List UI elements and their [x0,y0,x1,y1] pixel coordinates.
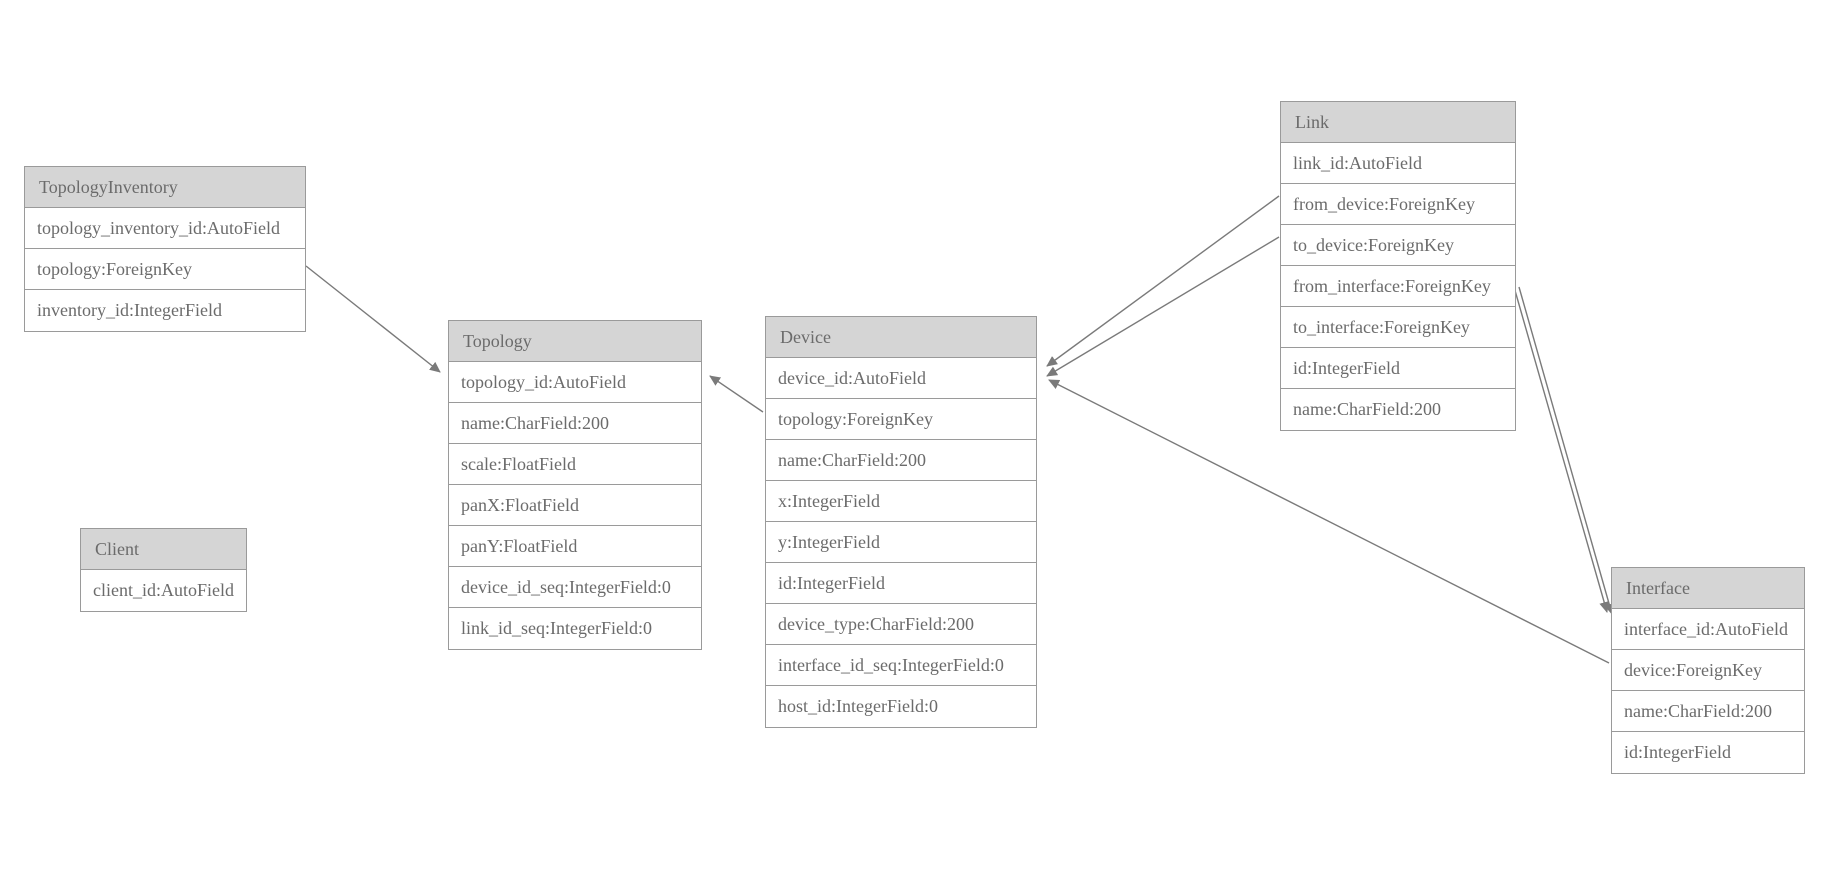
entity-title-interface: Interface [1612,568,1804,609]
entity-field: scale:FloatField [449,444,701,485]
entity-field: from_device:ForeignKey [1281,184,1515,225]
relationship-device-to-topology [709,375,764,413]
entity-field: panX:FloatField [449,485,701,526]
entity-field: link_id_seq:IntegerField:0 [449,608,701,649]
entity-field: x:IntegerField [766,481,1036,522]
entity-field: from_interface:ForeignKey [1281,266,1515,307]
entity-title-client: Client [81,529,246,570]
relationship-link-to-device-to-device [1046,236,1280,377]
entity-field: topology_inventory_id:AutoField [25,208,305,249]
entity-field: interface_id:AutoField [1612,609,1804,650]
entity-field: id:IntegerField [1612,732,1804,773]
entity-field: device_id:AutoField [766,358,1036,399]
entity-field: y:IntegerField [766,522,1036,563]
entity-field: to_device:ForeignKey [1281,225,1515,266]
entity-field: id:IntegerField [1281,348,1515,389]
relationship-link-from-interface-to-interface [1511,279,1610,613]
entity-field: host_id:IntegerField:0 [766,686,1036,727]
entity-field: name:CharField:200 [449,403,701,444]
entity-title-device: Device [766,317,1036,358]
entity-field: topology_id:AutoField [449,362,701,403]
entity-field: device:ForeignKey [1612,650,1804,691]
relationship-link-to-interface-to-interface [1518,286,1615,615]
entity-field: client_id:AutoField [81,570,246,611]
entity-field: id:IntegerField [766,563,1036,604]
entity-field: topology:ForeignKey [766,399,1036,440]
relationship-link-from-device-to-device [1046,195,1280,367]
entity-field: to_interface:ForeignKey [1281,307,1515,348]
entity-title-topology_inventory: TopologyInventory [25,167,305,208]
entity-field: panY:FloatField [449,526,701,567]
relationship-topologyinventory-to-topology [305,265,441,373]
entity-field: device_type:CharField:200 [766,604,1036,645]
entity-field: name:CharField:200 [766,440,1036,481]
entity-title-topology: Topology [449,321,701,362]
entity-field: name:CharField:200 [1612,691,1804,732]
entity-field: inventory_id:IntegerField [25,290,305,331]
entity-title-link: Link [1281,102,1515,143]
entity-field: interface_id_seq:IntegerField:0 [766,645,1036,686]
entity-field: topology:ForeignKey [25,249,305,290]
entity-field: name:CharField:200 [1281,389,1515,430]
entity-field: device_id_seq:IntegerField:0 [449,567,701,608]
entity-field: link_id:AutoField [1281,143,1515,184]
